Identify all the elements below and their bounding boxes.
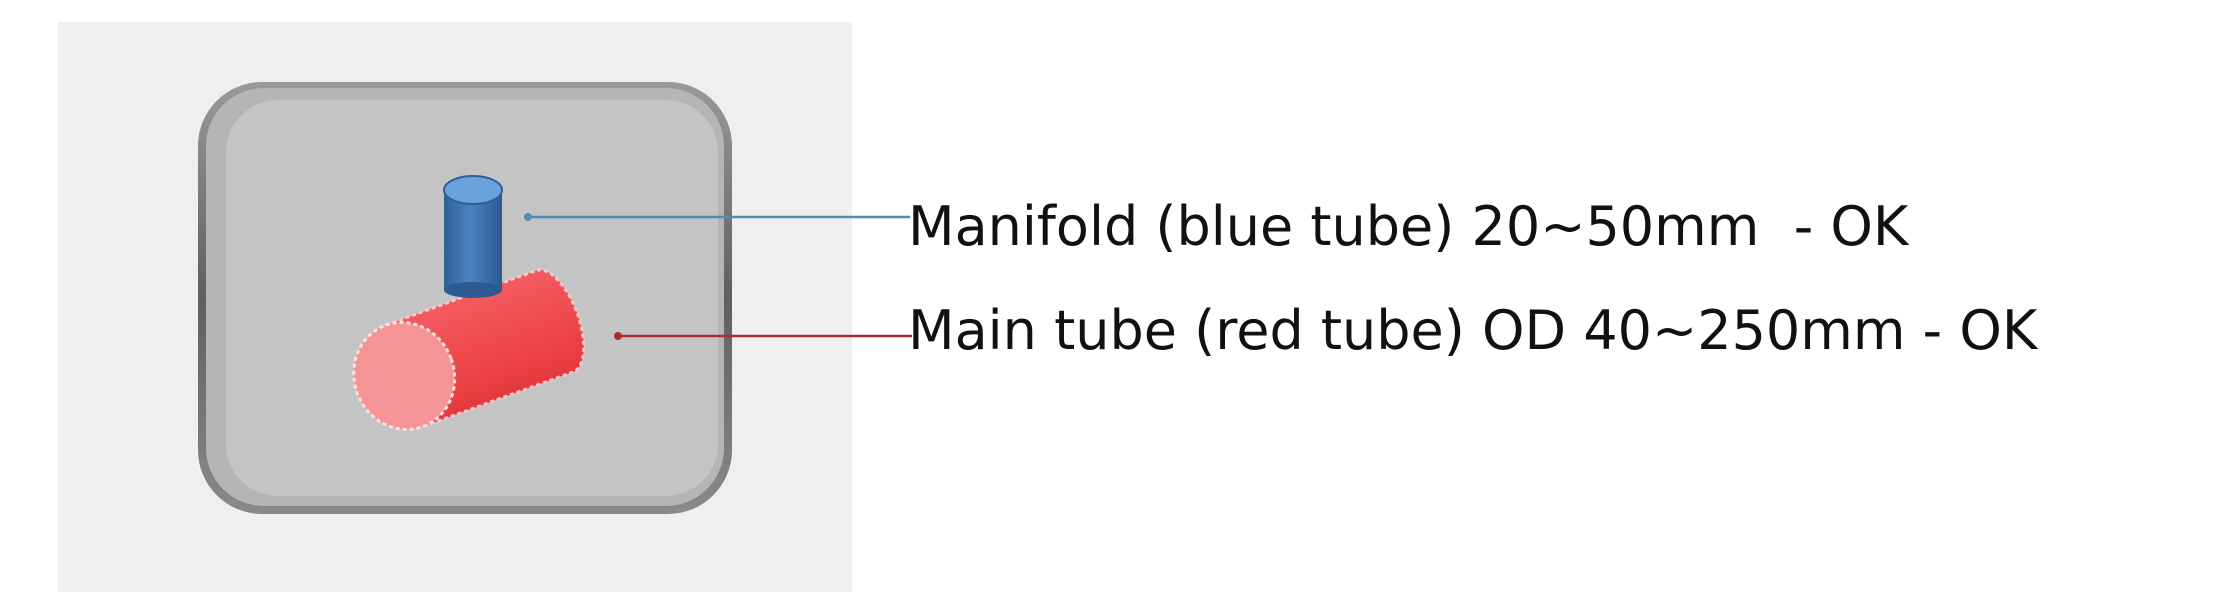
manifold-tube — [443, 175, 503, 298]
manifold-leader-dot — [524, 213, 532, 221]
main-tube-label: Main tube (red tube) OD 40~250mm - OK — [908, 299, 2038, 362]
manifold-label: Manifold (blue tube) 20~50mm - OK — [908, 195, 1909, 258]
main-tube-end — [352, 320, 457, 431]
main-tube — [352, 268, 586, 431]
manifold-tube-top — [443, 175, 503, 205]
manifold-tube-bottom — [444, 282, 502, 298]
main-tube-leader-dot — [614, 332, 622, 340]
manifold-tube-body — [444, 190, 502, 290]
